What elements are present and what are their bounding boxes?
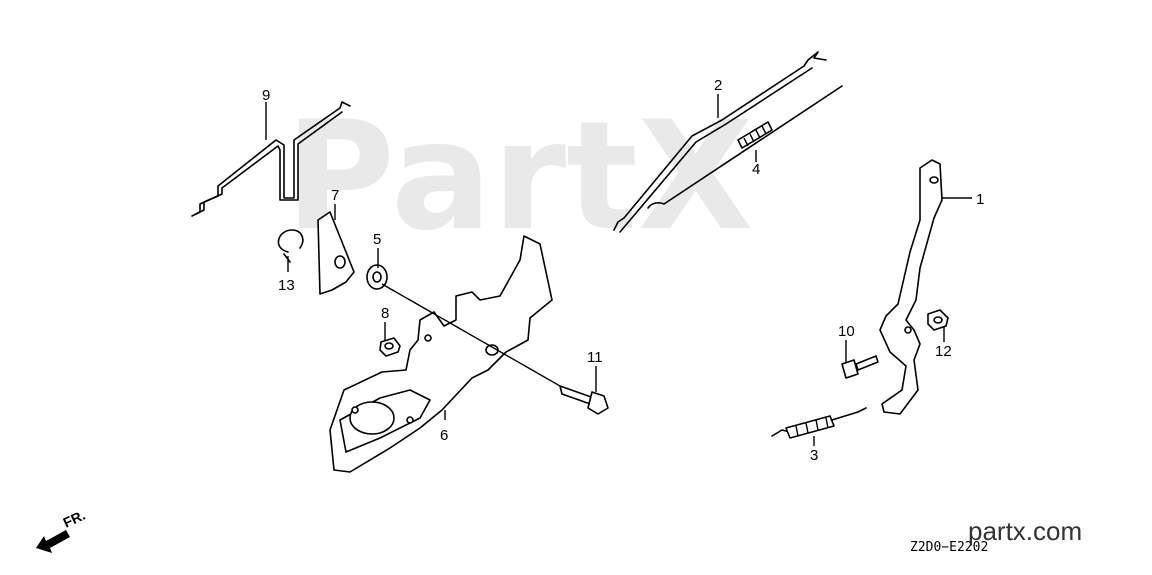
- front-direction-label: FR.: [61, 507, 88, 531]
- part-10-bolt[interactable]: [841, 355, 879, 379]
- part-9-governor-rod[interactable]: [191, 101, 351, 217]
- callout-2: 2: [714, 77, 722, 94]
- part-12-nut[interactable]: [927, 309, 949, 331]
- part-11-bolt[interactable]: [559, 385, 609, 415]
- leader-lines: [265, 94, 972, 446]
- part-7-arm-plate[interactable]: [317, 211, 355, 295]
- callout-13: 13: [278, 277, 295, 294]
- part-6-control-plate[interactable]: [329, 235, 553, 473]
- callout-5: 5: [373, 231, 381, 248]
- diagram-code: Z2D0−E2202: [910, 540, 988, 555]
- callout-3: 3: [810, 447, 818, 464]
- part-8-nut[interactable]: [379, 337, 401, 357]
- callout-12: 12: [935, 343, 952, 360]
- callout-8: 8: [381, 305, 389, 322]
- part-5-washer[interactable]: [366, 264, 388, 290]
- callout-11: 11: [587, 349, 603, 366]
- watermark: PartX: [285, 90, 753, 264]
- part-13-clip[interactable]: [277, 229, 304, 263]
- part-1-control-lever[interactable]: [879, 159, 943, 415]
- part-3-spring[interactable]: [771, 407, 867, 439]
- callout-6: 6: [440, 427, 448, 444]
- callout-9: 9: [262, 87, 270, 104]
- site-watermark: partx.com: [968, 516, 1082, 546]
- front-direction-arrow-icon: [36, 530, 70, 553]
- callout-7: 7: [331, 187, 339, 204]
- callout-10: 10: [838, 323, 855, 340]
- part-2-throttle-rod[interactable]: [613, 51, 827, 233]
- callout-1: 1: [976, 191, 984, 208]
- callout-4: 4: [752, 161, 760, 178]
- part-4-choke-rod[interactable]: [647, 85, 843, 209]
